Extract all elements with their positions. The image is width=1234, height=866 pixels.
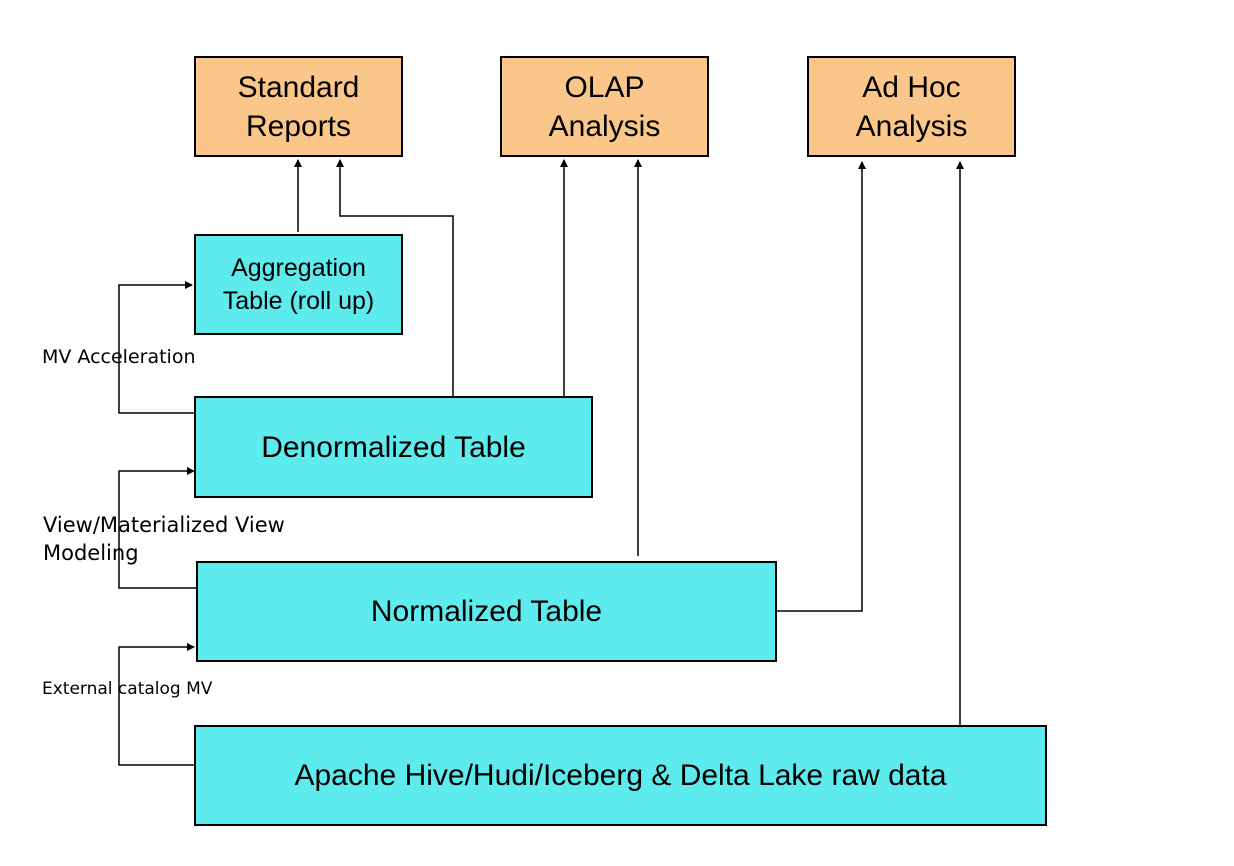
raw-data-label: Apache Hive/Hudi/Iceberg & Delta Lake ra… [294,759,947,792]
external-catalog-label: External catalog MV [42,679,213,699]
normalized-table-label: Normalized Table [370,595,603,628]
aggregation-table-label: Aggregation Table (roll up) [222,254,375,315]
edge-external-catalog [118,643,195,766]
edge-denormalized-to-standard-reports [336,159,454,397]
edge-mv-acceleration [118,281,196,414]
standard-reports-box: Standard Reports [194,56,403,157]
denormalized-table-label: Denormalized Table [261,430,526,464]
edge-normalized-to-adhoc [777,161,866,612]
denormalized-table-box: Denormalized Table [194,396,593,498]
olap-analysis-label: OLAP Analysis [548,70,661,143]
olap-analysis-box: OLAP Analysis [500,56,709,157]
ad-hoc-analysis-box: Ad Hoc Analysis [807,56,1016,157]
view-modeling-label: View/Materialized View Modeling [43,513,285,566]
normalized-table-box: Normalized Table [196,561,777,662]
aggregation-table-box: Aggregation Table (roll up) [194,234,403,335]
raw-data-box: Apache Hive/Hudi/Iceberg & Delta Lake ra… [194,725,1047,826]
mv-acceleration-label: MV Acceleration [42,346,196,368]
ad-hoc-analysis-label: Ad Hoc Analysis [855,70,968,143]
standard-reports-label: Standard Reports [237,70,360,143]
edge-view-modeling [118,467,196,589]
